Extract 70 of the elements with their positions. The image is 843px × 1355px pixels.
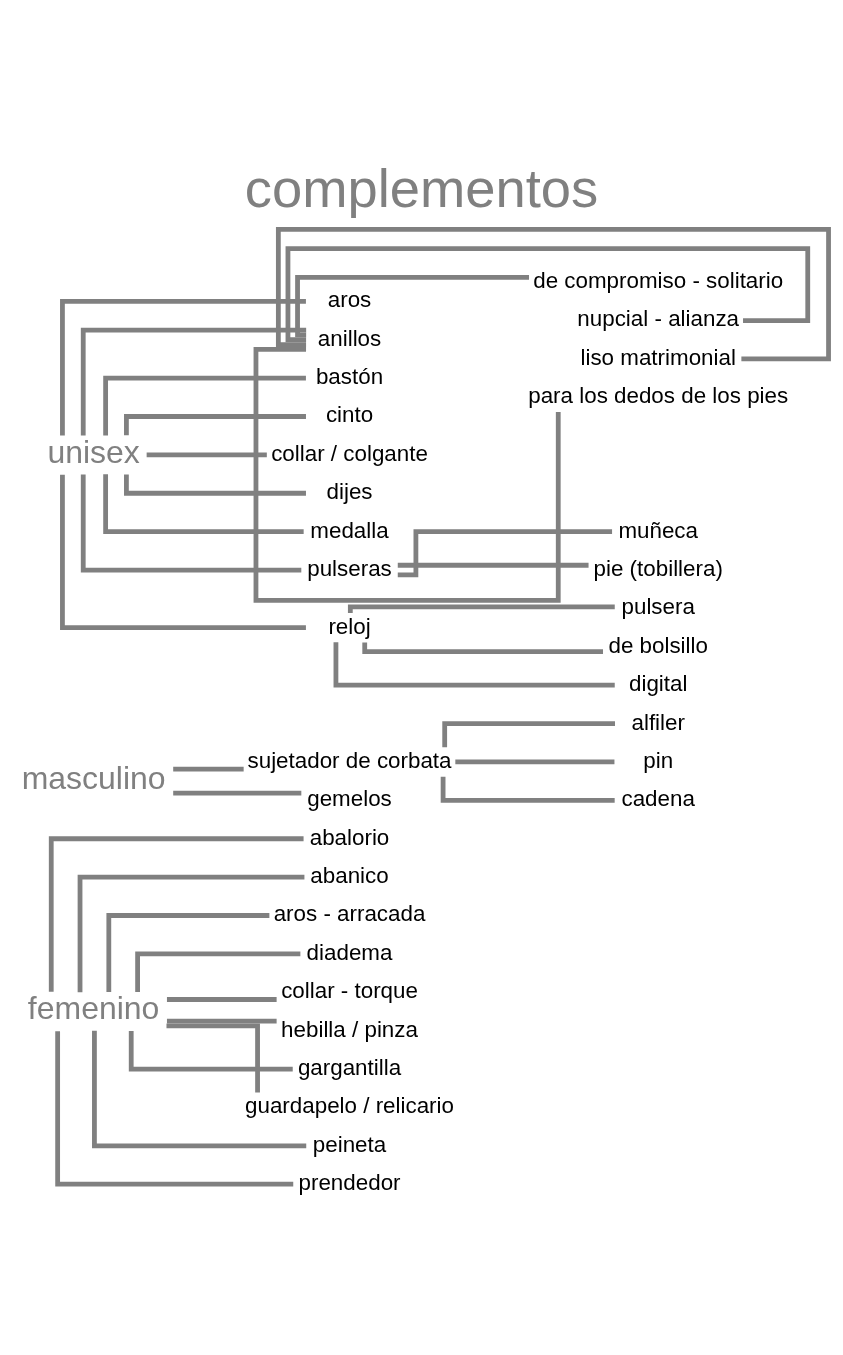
connector: [106, 912, 270, 992]
node-text: unisex: [47, 433, 140, 470]
node-text: abanico: [310, 862, 389, 888]
node-text: prendedor: [298, 1169, 401, 1195]
diagram-title: complementos: [244, 157, 599, 219]
connector: [362, 641, 603, 654]
connector: [60, 474, 306, 630]
node-text: anillos: [317, 325, 382, 351]
node-text: bastón: [315, 363, 384, 389]
connector: [80, 473, 302, 572]
node-text: aros - arracada: [273, 900, 426, 926]
node-text: muñeca: [618, 517, 699, 543]
connector: [442, 720, 615, 747]
connector: [128, 1030, 293, 1071]
node-text: pulseras: [307, 555, 392, 581]
connector: [173, 766, 244, 772]
node-text: para los dedos de los pies: [528, 382, 789, 408]
node-text: alfiler: [631, 709, 685, 734]
connector: [48, 835, 304, 992]
connector: [166, 1022, 260, 1092]
connector: [166, 996, 277, 1002]
connector: [92, 1030, 307, 1148]
connector: [333, 641, 615, 688]
connector: [173, 790, 302, 796]
connector: [135, 951, 301, 992]
node-text: diadema: [306, 939, 393, 965]
node-text: liso matrimonial: [580, 344, 736, 370]
connector: [253, 346, 561, 603]
connector: [146, 452, 267, 457]
node-text: dijes: [326, 478, 373, 504]
node-text: masculino: [21, 759, 166, 796]
node-text: aros: [327, 286, 372, 312]
connector: [60, 298, 306, 435]
connector: [103, 473, 304, 534]
node-text: de bolsillo: [608, 632, 708, 658]
node-text: collar - torque: [281, 977, 418, 1003]
node-text: hebilla / pinza: [281, 1016, 418, 1042]
connector: [397, 528, 613, 577]
connector: [397, 562, 589, 568]
node-text: medalla: [310, 517, 389, 543]
node-text: collar / colgante: [271, 440, 428, 466]
node-text: nupcial - alianza: [577, 305, 740, 331]
connector: [285, 245, 811, 342]
connector: [77, 874, 305, 992]
connector: [55, 1030, 294, 1187]
connector: [124, 413, 306, 435]
connector: [440, 776, 615, 803]
node-text: gargantilla: [297, 1054, 402, 1080]
node-text: digital: [628, 670, 688, 696]
node-text: cinto: [325, 401, 374, 427]
node-text: femenino: [27, 989, 160, 1026]
connector: [103, 375, 306, 435]
node-text: abalorio: [309, 824, 390, 850]
connector: [124, 474, 306, 496]
node-text: de compromiso - solitario: [533, 267, 784, 293]
connector: [295, 274, 530, 337]
node-text: gemelos: [307, 785, 392, 811]
node-text: sujetador de corbata: [247, 747, 452, 773]
node-text: pin: [643, 747, 674, 773]
node-text: guardapelo / relicario: [245, 1092, 455, 1118]
connector: [455, 759, 615, 764]
connector: [275, 226, 831, 361]
node-text: cadena: [621, 785, 695, 811]
node-text: pie (tobillera): [593, 555, 723, 581]
node-text: reloj: [328, 613, 371, 639]
connector: [347, 603, 615, 613]
node-text: peineta: [312, 1131, 387, 1157]
connector: [166, 1018, 277, 1023]
connector: [80, 327, 307, 435]
node-text: pulsera: [621, 593, 695, 619]
